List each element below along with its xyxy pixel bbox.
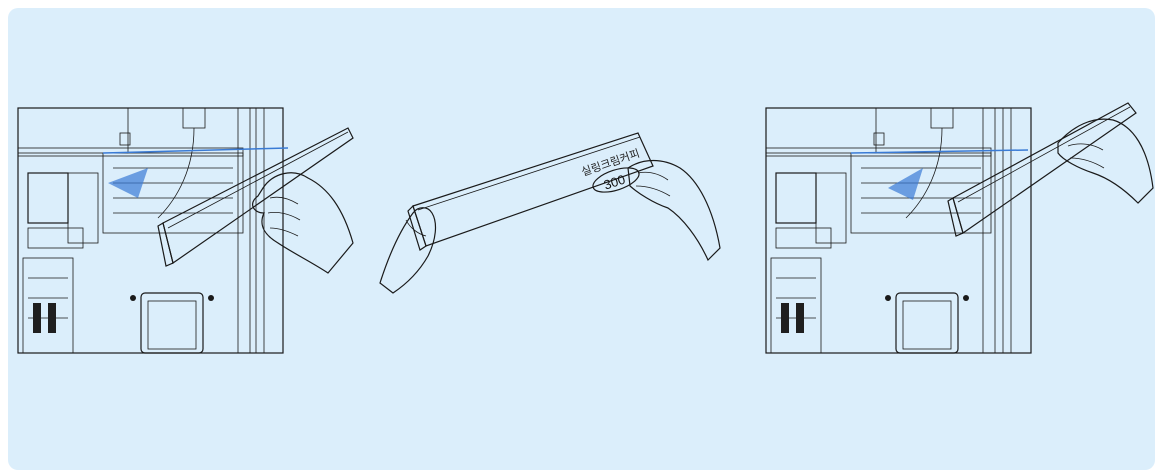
illustration-panel: 실링크림커피 300 [8, 8, 1155, 470]
insert-cover-illustration [8, 8, 1155, 470]
vending-machine-interior-right [766, 108, 1031, 353]
cover-panel-right [948, 103, 1136, 236]
hand-right-step [1058, 119, 1153, 203]
